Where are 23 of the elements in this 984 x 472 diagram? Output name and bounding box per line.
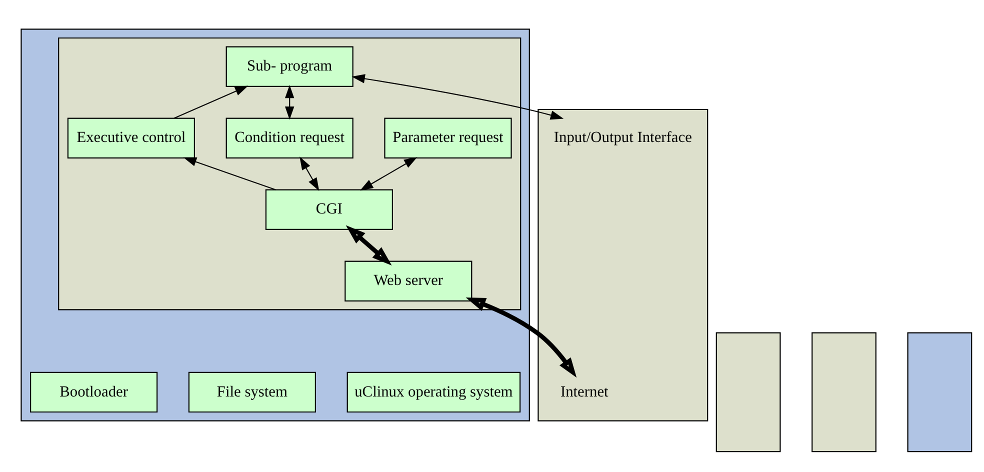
node-box [716,332,781,452]
arrow [183,157,276,190]
node-text: Internet [560,383,608,400]
node-box [907,332,972,452]
node-box: Parameter request [384,118,512,158]
arrow [346,225,392,266]
arrow [466,298,577,378]
node-box: uClinux operating system [346,372,521,413]
arrow [352,74,564,120]
arrow [360,157,418,191]
node-box: Executive control [67,118,195,158]
arrow [174,86,248,119]
cluster [20,28,530,422]
node-box: Sub- program [226,46,354,87]
node-box: Bootloader [30,372,158,413]
node-box: File system [188,372,316,413]
arrow [300,156,320,191]
node-box: Web server [344,260,472,302]
node-box: Condition request [226,118,354,158]
node-text: Input/Output Interface [554,129,692,146]
arrow [284,84,294,120]
node-box: CGI [265,189,393,230]
node-box [812,332,876,452]
